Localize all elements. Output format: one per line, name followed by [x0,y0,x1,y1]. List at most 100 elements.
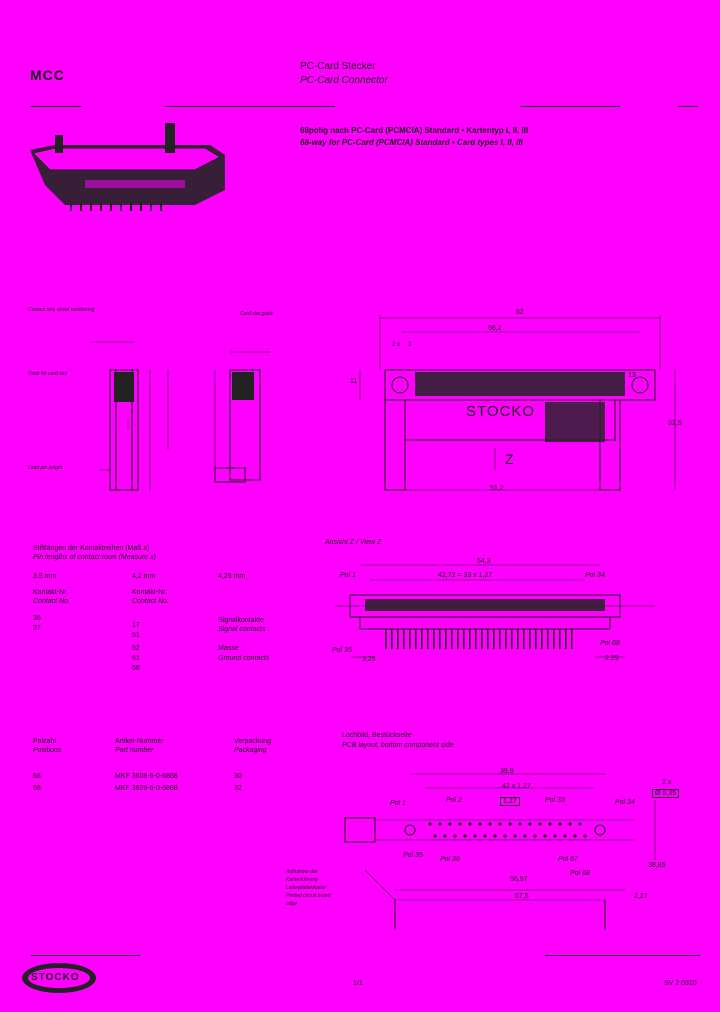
viewz-pol-34: Pol 34 [585,572,605,579]
front-view-drawing [359,315,676,491]
view-z-heading: Ansicht Z / View Z [325,539,382,546]
pcb-pol-68: Pol 68 [570,870,590,877]
contact-heading-en: Pin lengths of contact rows (Measure x) [33,554,156,561]
pcb-heading-en: PCB layout, bottom component side [342,742,454,749]
pcb-heading-de: Lochbild, Bestückseite [342,732,412,739]
side-callout-1: Contact row, sheet numbering [28,307,95,313]
contact-col-3: 4,25 mm [218,573,246,580]
viewz-dim-3-25: 3,25 [362,656,376,663]
contact-row-2-b: 51 [132,632,140,639]
subtitle-en: 68-way for PC-Card (PCMCIA) Standard • C… [300,138,523,147]
pcb-layout-drawing [344,773,656,930]
contact-row-2-e: 68 [132,665,140,672]
pcb-dim-2x: 2 x [662,779,672,786]
title-de: PC-Card Stecker [300,61,376,72]
pcb-pol-67: Pol 67 [558,856,578,863]
connector-photo [30,123,225,211]
page-number: 1/1 [353,980,363,987]
contact-row-1-a: 36 [33,615,41,622]
dim-2x: 2 x [392,342,401,348]
contact-label-1-en: Signal contacts [218,626,266,633]
contact-row-2-c: 52 [132,645,140,652]
order-h1-en: Positions [33,747,62,754]
header-rule-1 [30,106,82,107]
order-h3-de: Verpackung [234,738,271,745]
contact-heading-de: Stiftlängen der Kontaktreihen (Maß x) [33,545,150,552]
pcb-pol-34: Pol 34 [615,799,635,806]
contact-header-de-1: Kontakt-Nr. [33,589,69,596]
pcb-dim-39: 39,9 [500,768,514,775]
pcb-note-1: Aufnahme der [286,869,318,875]
pcb-pol-35: Pol 35 [403,852,423,859]
order-row-2-pack: 32 [234,785,242,792]
pcb-dim-57-5: 57,5 [515,893,529,900]
side-callout-2: Hook for card slot [28,371,68,377]
pcb-dim-2-27: 2,27 [634,893,648,900]
pcb-dim-38: 38,85 [648,862,666,869]
viewz-dim-2-25: 2,25 [605,655,619,662]
contact-label-2-en: Ground contacts [218,655,270,662]
pcb-dim-127: 1,27 [500,797,520,806]
pcb-note-3: Leiterplattenkante [286,885,326,891]
contact-row-2-d: 61 [132,655,140,662]
dim-32-5: 32,5 [668,420,682,427]
title-en: PC-Card Connector [300,75,388,86]
side-view-right [214,351,270,483]
front-logo: STOCKO [466,403,536,420]
contact-label-1-de: Signalkontakte [218,617,264,624]
contact-row-2-a: 17 [132,622,140,629]
viewz-pol-1: Pol 1 [340,572,356,579]
contact-header-en-2: Contact No. [132,598,169,605]
order-row-1-part: MKF 3608-6-0-6868 [115,773,178,780]
pcb-note-4: Printed circuit board [286,893,331,899]
dim-51-2: 51,2 [490,485,504,492]
pcb-dim-pitch: 42 x 1,27 [502,783,531,790]
footer-rule-2 [545,955,700,956]
header-rule-4 [678,106,698,107]
order-row-2-pos: 68 [33,785,41,792]
series-code: MCC [30,67,65,83]
pcb-dim-dia: Ø 0,35 [652,789,680,798]
order-h2-de: Artikel-Nummer [115,738,164,745]
contact-header-de-2: Kontakt-Nr. [132,589,168,596]
order-row-1-pos: 68 [33,773,41,780]
header-rule-3 [520,106,620,107]
order-h3-en: Packaging [234,747,267,754]
header-rule-2 [165,106,335,107]
stocko-logo: STOCKO [22,963,96,993]
order-h1-de: Polzahl [33,738,56,745]
viewz-pol-35: Pol 35 [332,647,352,654]
pcb-pol-36: Pol 36 [440,856,460,863]
viewz-pol-68: Pol 68 [600,640,620,647]
view-z-drawing [335,564,655,658]
footer-rule-1 [30,955,140,956]
dim-11: 11 [350,378,358,385]
pcb-note-5: edge [286,901,298,907]
contact-col-1: 3,5 mm [33,573,57,580]
pcb-pol-33: Pol 33 [545,797,565,804]
stocko-logo-text: STOCKO [31,972,80,983]
order-row-1-pack: 30 [234,773,242,780]
pcb-note-2: Kartenführung [286,877,318,883]
contact-label-2-de: Masse [218,645,239,652]
dim-56-2: 56,2 [488,325,502,332]
dim-13: 13 [628,372,636,379]
side-note-right: Card slot guide [240,311,274,317]
viewz-dim-pitch: 42,72 = 33 x 1,27 [438,572,493,579]
contact-col-2: 4,2 mm [132,573,156,580]
contact-header-en-1: Contact No. [33,598,70,605]
contact-row-1-b: 37 [33,625,41,632]
pcb-pol-2: Pol 2 [446,797,462,804]
subtitle-de: 68polig nach PC-Card (PCMCIA) Standard •… [300,126,529,135]
dim-3: 3 [408,342,412,348]
side-view-left [90,341,169,491]
pcb-dim-56-57: 56,57 [510,876,528,883]
document-code: SV 2 0310 [664,980,697,987]
order-row-2-part: MKF 3609-6-0-6868 [115,785,178,792]
dim-62: 62 [516,309,524,316]
view-z-marker: Z [505,451,514,467]
order-h2-en: Part number [115,747,154,754]
viewz-dim-54-3: 54,3 [477,558,491,565]
side-callout-3: Lead pin length [28,465,63,471]
pcb-pol-1: Pol 1 [390,800,406,807]
